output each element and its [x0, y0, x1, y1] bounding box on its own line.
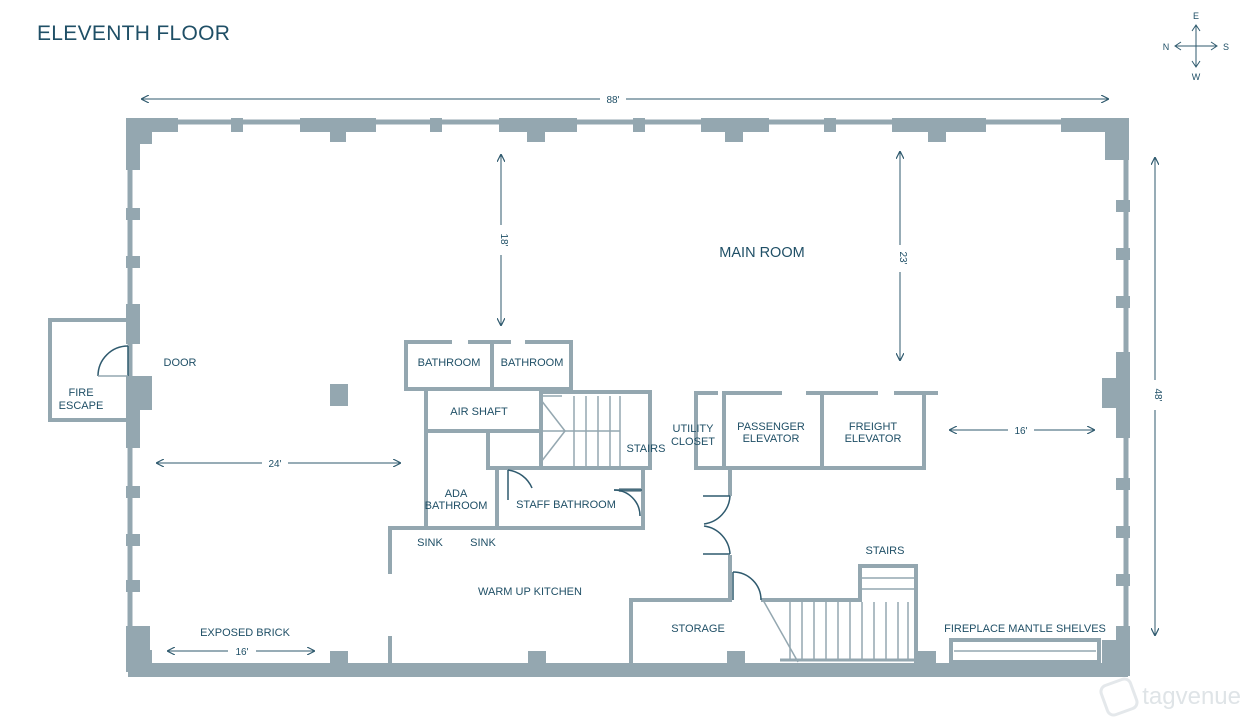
label-exposed-brick: EXPOSED BRICK [200, 627, 291, 639]
label-sink-1: SINK [417, 537, 443, 549]
compass-rose: E W N S [1163, 11, 1229, 82]
tagvenue-logo-icon [1097, 675, 1142, 719]
dim-west-span: 24' [268, 459, 281, 470]
label-door: DOOR [164, 357, 197, 369]
label-bathroom-2: BATHROOM [501, 357, 564, 369]
label-freight-elevator-line2: ELEVATOR [845, 433, 902, 445]
stairs-right-treads [762, 577, 1096, 663]
dimension-lines [142, 99, 1155, 651]
door-swings [507, 469, 762, 601]
wall-pilasters [126, 118, 1130, 676]
dimension-labels: 88' 48' 18' 23' 24' 16' 16' [235, 95, 1163, 658]
label-main-room: MAIN ROOM [719, 245, 804, 261]
compass-east-label: E [1193, 11, 1199, 21]
label-fire-escape-line1: FIRE [68, 387, 93, 399]
watermark: tagvenue [1097, 675, 1241, 719]
label-air-shaft: AIR SHAFT [450, 406, 508, 418]
compass-south-label: S [1223, 42, 1229, 52]
label-ada-line2: BATHROOM [425, 500, 488, 512]
watermark-text: tagvenue [1142, 683, 1241, 710]
label-freight-elevator-line1: FREIGHT [849, 421, 898, 433]
room-labels: MAIN ROOM DOOR FIRE ESCAPE BATHROOM BATH… [59, 245, 1106, 639]
label-utility-line2: CLOSET [671, 436, 715, 448]
fire-escape [48, 318, 128, 422]
dim-width-total: 88' [606, 95, 619, 106]
label-utility-line1: UTILITY [673, 423, 715, 435]
label-storage: STORAGE [671, 623, 725, 635]
compass-north-label: N [1163, 42, 1170, 52]
floor-title: ELEVENTH FLOOR [37, 22, 231, 45]
label-fireplace-mantle-shelves: FIREPLACE MANTLE SHELVES [944, 623, 1106, 635]
label-passenger-elevator-line2: ELEVATOR [743, 433, 800, 445]
label-stairs-right: STAIRS [866, 545, 905, 557]
compass-west-label: W [1192, 72, 1201, 82]
label-kitchen: WARM UP KITCHEN [478, 586, 582, 598]
label-stairs-center: STAIRS [627, 443, 666, 455]
dim-height-total: 48' [1152, 388, 1163, 401]
label-sink-2: SINK [470, 537, 496, 549]
label-bathroom-1: BATHROOM [418, 357, 481, 369]
dim-brick-span: 16' [235, 647, 248, 658]
door-swing-fire-escape [97, 345, 129, 377]
dim-east-span: 16' [1014, 426, 1027, 437]
dim-main-room-depth-right: 23' [897, 251, 908, 264]
interior-walls [388, 340, 1101, 664]
label-staff-bathroom: STAFF BATHROOM [516, 499, 616, 511]
label-ada-line1: ADA [445, 488, 468, 500]
exterior-walls [127, 119, 1129, 671]
dim-main-room-depth-left: 18' [498, 233, 509, 246]
label-fire-escape-line2: ESCAPE [59, 400, 104, 412]
stairs-center-treads [540, 395, 621, 468]
label-passenger-elevator-line1: PASSENGER [737, 421, 805, 433]
